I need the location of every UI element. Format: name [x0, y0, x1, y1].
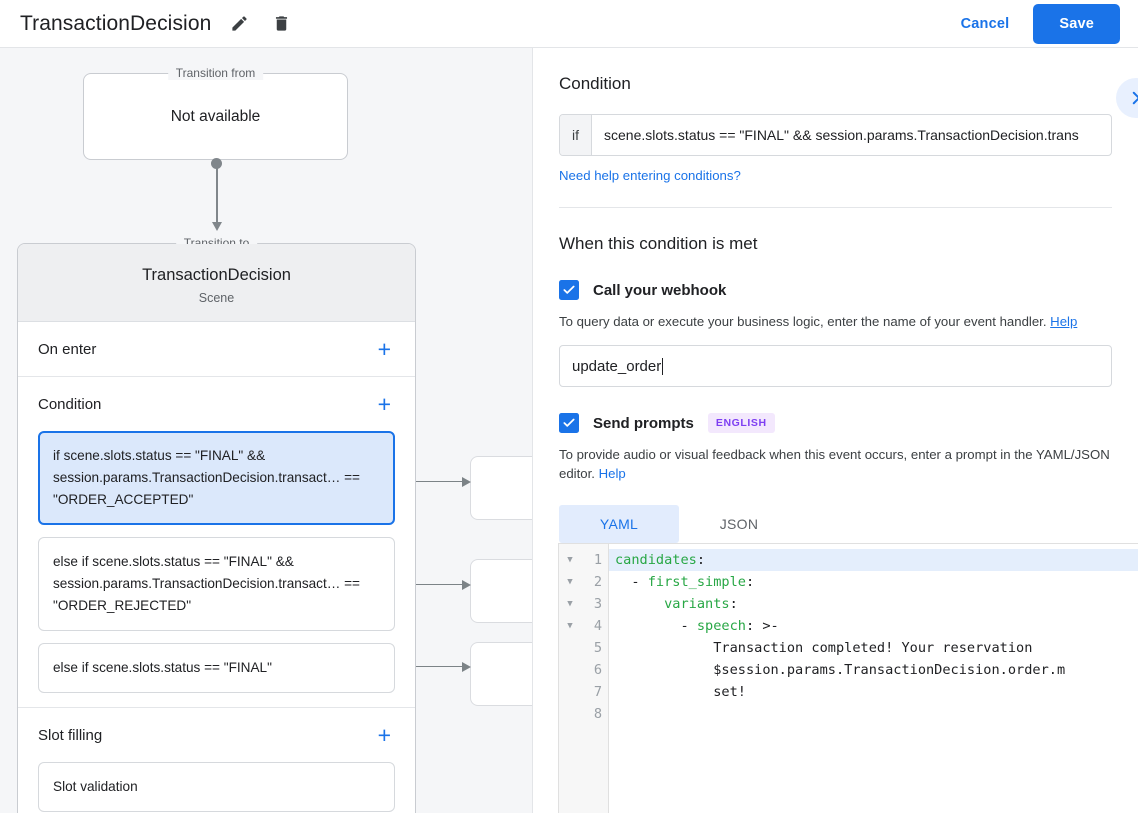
code-line[interactable]: Transaction completed! Your reservation [615, 640, 1033, 656]
fold-spacer [559, 637, 581, 659]
flow-arrow-down [211, 158, 223, 238]
code-line[interactable]: variants: [664, 596, 738, 612]
connector-arrowhead-icon [462, 661, 471, 672]
send-prompts-label: Send prompts [593, 414, 694, 432]
webhook-description: To query data or execute your business l… [559, 312, 1111, 331]
send-prompts-description-text: To provide audio or visual feedback when… [559, 447, 1110, 481]
line-number: 5 [593, 640, 602, 656]
editor-fold-column: ▼ ▼ ▼ ▼ [559, 544, 581, 813]
send-prompts-checkbox[interactable] [559, 413, 579, 433]
fold-toggle-icon[interactable]: ▼ [567, 621, 573, 631]
editor-format-tabs: YAML JSON [559, 505, 1112, 543]
page-title: TransactionDecision [20, 11, 212, 35]
webhook-help-link[interactable]: Help [1050, 314, 1078, 329]
code-line[interactable] [609, 703, 1138, 725]
fold-spacer [559, 681, 581, 703]
transition-from-legend: Transition from [167, 66, 264, 80]
scene-name: TransactionDecision [142, 266, 291, 284]
section-title-condition: Condition [38, 395, 102, 413]
section-title-slot-filling: Slot filling [38, 726, 103, 744]
condition-list: if scene.slots.status == "FINAL" && sess… [38, 431, 395, 707]
line-number: 8 [593, 706, 602, 722]
section-on-enter: On enter + [18, 322, 415, 377]
top-bar-actions: Cancel Save [951, 3, 1120, 44]
need-help-conditions-link[interactable]: Need help entering conditions? [559, 168, 741, 183]
fold-spacer [559, 659, 581, 681]
add-condition-button[interactable]: + [377, 390, 391, 417]
send-prompts-description: To provide audio or visual feedback when… [559, 445, 1111, 483]
tab-json[interactable]: JSON [719, 516, 759, 532]
scene-header: TransactionDecision Scene [18, 244, 415, 322]
transition-from-value: Not available [170, 107, 261, 125]
line-number: 6 [593, 662, 602, 678]
add-on-enter-button[interactable]: + [377, 335, 391, 362]
line-number: 1 [593, 552, 602, 568]
code-line[interactable]: candidates: [609, 549, 1138, 571]
send-prompts-row: Send prompts ENGLISH [559, 413, 1112, 433]
webhook-label: Call your webhook [593, 281, 727, 299]
panel-heading-condition: Condition [559, 74, 631, 93]
fold-toggle-icon[interactable]: ▼ [567, 555, 573, 565]
line-number: 7 [593, 684, 602, 700]
connector-line [402, 665, 462, 668]
transition-to-card[interactable]: Transition to TransactionDecision Scene … [17, 236, 416, 813]
line-number: 4 [593, 618, 602, 634]
top-bar: TransactionDecision Cancel Save [0, 0, 1138, 48]
fold-spacer [559, 703, 581, 725]
language-badge: ENGLISH [707, 413, 775, 433]
webhook-row: Call your webhook [559, 280, 1112, 300]
trash-icon[interactable] [267, 10, 295, 38]
text-caret [662, 357, 664, 375]
webhook-checkbox[interactable] [559, 280, 579, 300]
code-line[interactable]: $session.params.TransactionDecision.orde… [615, 662, 1066, 678]
slot-validation-card[interactable]: Slot validation [38, 762, 395, 812]
panel-divider [559, 207, 1112, 208]
connector-line [402, 583, 462, 586]
code-line[interactable]: - speech: >- [615, 618, 779, 634]
add-slot-filling-button[interactable]: + [377, 721, 391, 748]
condition-expression-input[interactable]: scene.slots.status == "FINAL" && session… [604, 127, 1079, 143]
cancel-button[interactable]: Cancel [951, 8, 1020, 40]
webhook-description-text: To query data or execute your business l… [559, 314, 1047, 329]
scene-type: Scene [198, 291, 235, 305]
transition-from-card[interactable]: Transition from Not available [83, 66, 348, 160]
line-number: 2 [593, 574, 602, 590]
section-condition: Condition + if scene.slots.status == "FI… [18, 377, 415, 708]
condition-card-rejected[interactable]: else if scene.slots.status == "FINAL" &&… [38, 537, 395, 631]
webhook-handler-input[interactable]: update_order [559, 345, 1112, 387]
code-line[interactable]: - first_simple: [615, 574, 755, 590]
condition-block: Condition if scene.slots.status == "FINA… [533, 48, 1138, 208]
flow-arrowhead-icon [211, 222, 222, 231]
section-slot-filling: Slot filling + Slot validation [18, 708, 415, 813]
condition-if-prefix: if [560, 115, 592, 155]
pencil-icon[interactable] [225, 10, 253, 38]
when-condition-met-block: When this condition is met Call your web… [533, 208, 1138, 543]
prompts-help-link[interactable]: Help [598, 466, 626, 481]
flow-line [216, 163, 218, 226]
yaml-code-editor[interactable]: ▼ ▼ ▼ ▼ 1 2 3 4 5 6 7 8 candidates: - first_simple… [558, 543, 1138, 813]
webhook-handler-value: update_order [572, 357, 662, 375]
condition-card-final[interactable]: else if scene.slots.status == "FINAL" [38, 643, 395, 693]
editor-line-numbers: 1 2 3 4 5 6 7 8 [581, 544, 609, 813]
condition-input-row[interactable]: if scene.slots.status == "FINAL" && sess… [559, 114, 1112, 156]
fold-toggle-icon[interactable]: ▼ [567, 599, 573, 609]
condition-card-accepted[interactable]: if scene.slots.status == "FINAL" && sess… [38, 431, 395, 525]
code-line[interactable]: set! [615, 684, 746, 700]
panel-heading-when-met: When this condition is met [559, 234, 758, 253]
connector-arrowhead-icon [462, 476, 471, 487]
save-button[interactable]: Save [1033, 3, 1120, 44]
connector-line [402, 480, 462, 483]
fold-toggle-icon[interactable]: ▼ [567, 577, 573, 587]
line-number: 3 [593, 596, 602, 612]
tab-yaml[interactable]: YAML [559, 505, 679, 543]
section-title-on-enter: On enter [38, 340, 97, 358]
connector-arrowhead-icon [462, 579, 471, 590]
condition-help-line: Need help entering conditions? [559, 167, 1112, 185]
chevron-right-icon[interactable] [1116, 78, 1138, 118]
editor-code-area[interactable]: candidates: - first_simple: variants: - … [609, 544, 1138, 813]
